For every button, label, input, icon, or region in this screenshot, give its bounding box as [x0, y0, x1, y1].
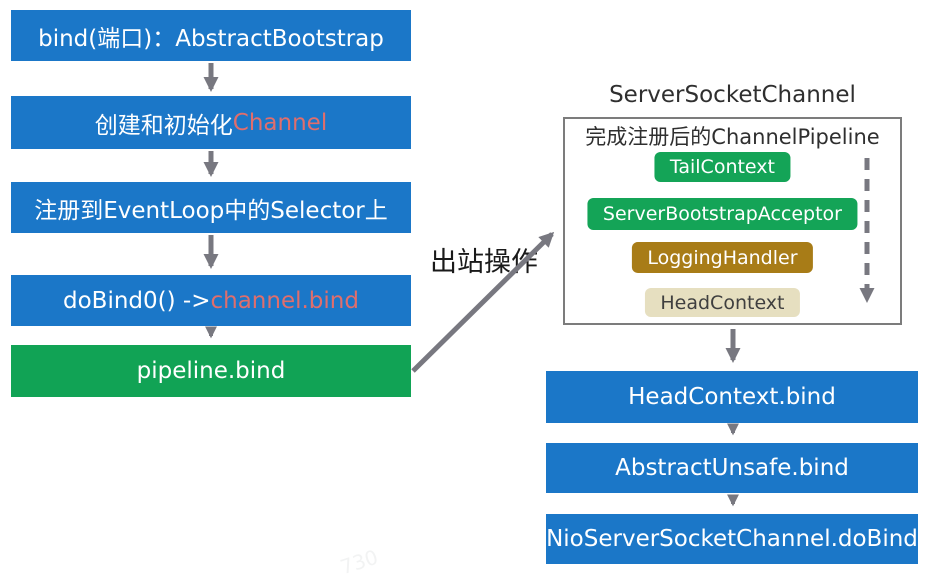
flow-box-bind-bootstrap-label: bind(端口)：AbstractBootstrap — [38, 25, 384, 52]
watermark: 730 — [337, 544, 381, 580]
outbound-operation-label: 出站操作 — [430, 247, 538, 278]
flow-box-nioserversocketchannel-dobind-label: NioServerSocketChannel.doBind — [546, 526, 918, 552]
flow-box-headcontext-bind: HeadContext.bind — [546, 371, 918, 423]
flow-box-register-selector: 注册到EventLoop中的Selector上 — [11, 182, 411, 233]
server-socket-channel-title: ServerSocketChannel — [609, 82, 856, 108]
handler-chip-tailcontext-label: TailContext — [669, 156, 775, 178]
handler-chip-headcontext: HeadContext — [645, 288, 800, 317]
handler-chip-serverbootstrapacceptor-label: ServerBootstrapAcceptor — [602, 203, 842, 225]
handler-chip-logginghandler: LoggingHandler — [632, 242, 813, 273]
flow-box-abstractunsafe-bind-label: AbstractUnsafe.bind — [615, 455, 849, 481]
flow-box-create-init-channel-label: 创建和初始化 — [94, 112, 233, 139]
flow-box-headcontext-bind-label: HeadContext.bind — [628, 384, 836, 410]
flow-box-dobind0: doBind0() -> channel.bind — [11, 275, 411, 326]
flow-box-register-selector-label: 注册到EventLoop中的Selector上 — [34, 197, 388, 224]
flow-box-pipeline-bind-label: pipeline.bind — [136, 358, 286, 384]
handler-chip-headcontext-label: HeadContext — [660, 291, 785, 314]
channel-pipeline-panel: 完成注册后的ChannelPipeline TailContext Server… — [563, 117, 902, 325]
flow-box-bind-bootstrap: bind(端口)：AbstractBootstrap — [11, 10, 411, 61]
flow-box-abstractunsafe-bind: AbstractUnsafe.bind — [546, 443, 918, 493]
flow-box-dobind0-highlight: channel.bind — [210, 287, 359, 314]
flow-box-dobind0-label: doBind0() -> — [63, 287, 211, 314]
channel-pipeline-heading: 完成注册后的ChannelPipeline — [585, 125, 880, 149]
handler-chip-logginghandler-label: LoggingHandler — [647, 246, 798, 269]
flow-box-pipeline-bind: pipeline.bind — [11, 345, 411, 397]
flow-box-create-init-channel-highlight: Channel — [232, 109, 328, 136]
flow-box-nioserversocketchannel-dobind: NioServerSocketChannel.doBind — [546, 514, 918, 564]
handler-chip-tailcontext: TailContext — [654, 152, 790, 182]
handler-chip-serverbootstrapacceptor: ServerBootstrapAcceptor — [587, 198, 857, 230]
